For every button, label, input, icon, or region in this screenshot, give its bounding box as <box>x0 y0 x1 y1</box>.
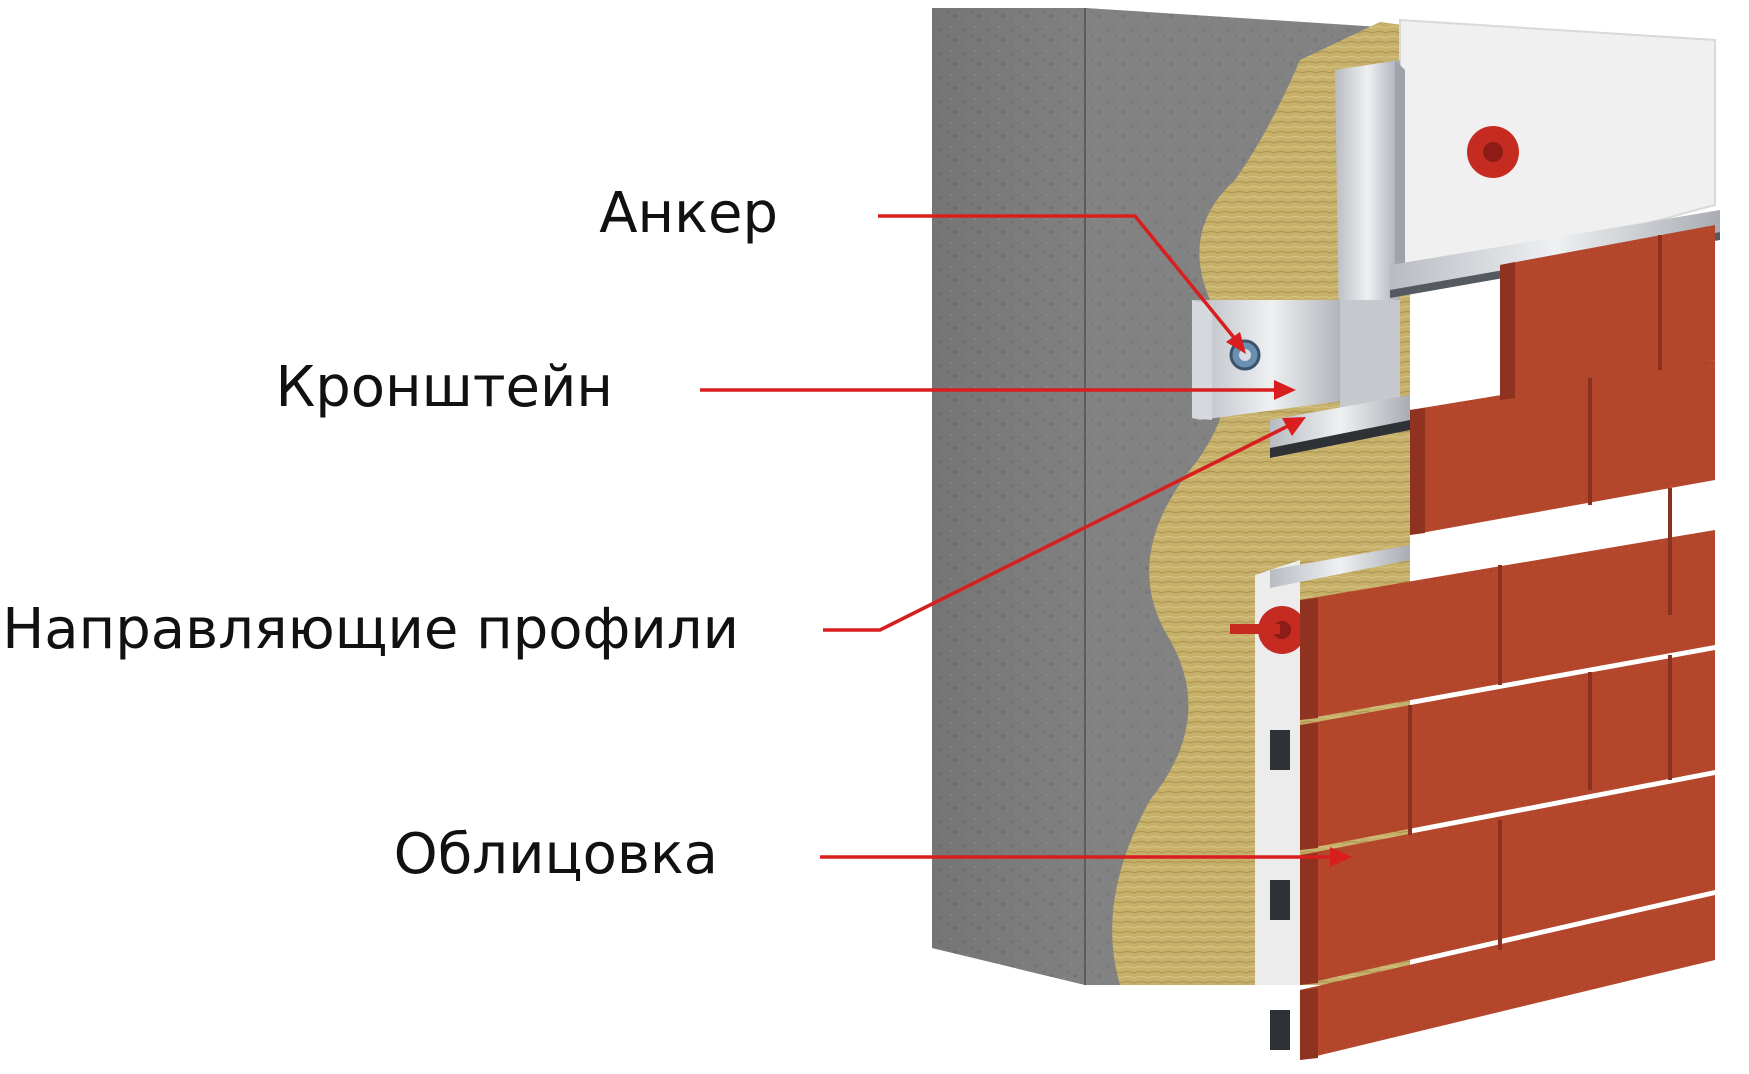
cladding-panels <box>1300 225 1715 1060</box>
dowel-icon <box>1230 126 1519 654</box>
label-anchor: Анкер <box>599 181 778 246</box>
leader-arrowheads <box>1226 332 1352 867</box>
leader-anchor <box>878 214 1242 347</box>
label-guide-profiles: Направляющие профили <box>2 597 739 662</box>
l-bracket <box>1192 300 1400 420</box>
label-bracket: Кронштейн <box>275 355 613 420</box>
leader-rails <box>823 423 1291 632</box>
leader-lines <box>700 214 1335 859</box>
wind-membrane <box>1255 18 1716 985</box>
label-cladding: Облицовка <box>393 822 718 887</box>
